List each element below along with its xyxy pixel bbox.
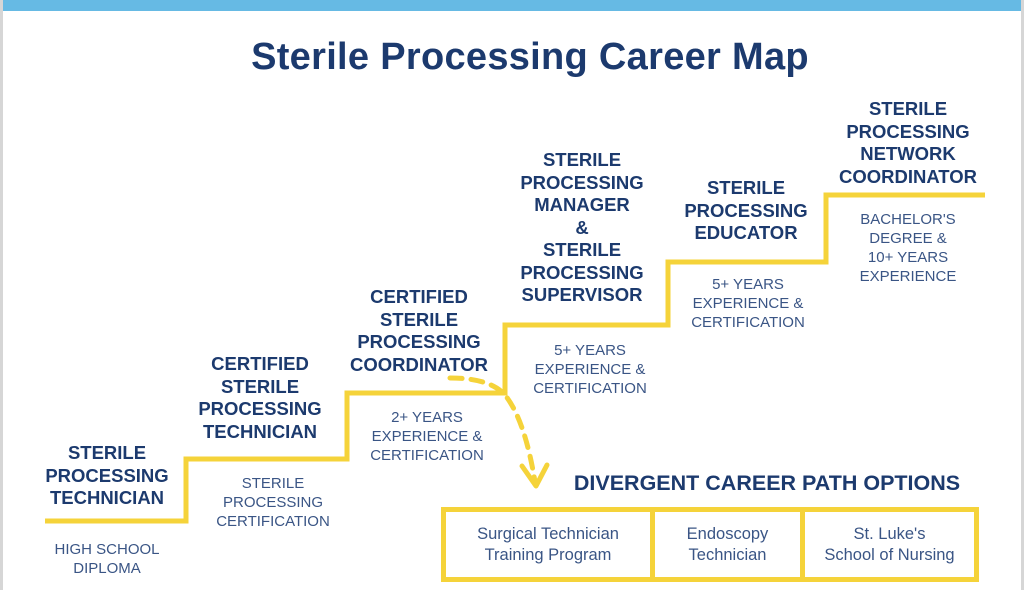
arrowhead-icon	[519, 462, 550, 489]
option-line: School of Nursing	[824, 545, 955, 564]
option-line: Surgical Technician	[477, 524, 619, 543]
page-title: Sterile Processing Career Map	[251, 36, 809, 78]
option-line: Endoscopy	[686, 524, 769, 543]
option-line: St. Luke's	[853, 524, 926, 543]
top-banner	[3, 0, 1021, 11]
staircase-line	[45, 192, 985, 524]
divergent-title: DIVERGENT CAREER PATH OPTIONS	[573, 471, 961, 495]
divergent-dashed-arrow	[447, 375, 538, 485]
option-line: Technician	[688, 545, 767, 564]
option-line: Training Program	[484, 545, 612, 564]
